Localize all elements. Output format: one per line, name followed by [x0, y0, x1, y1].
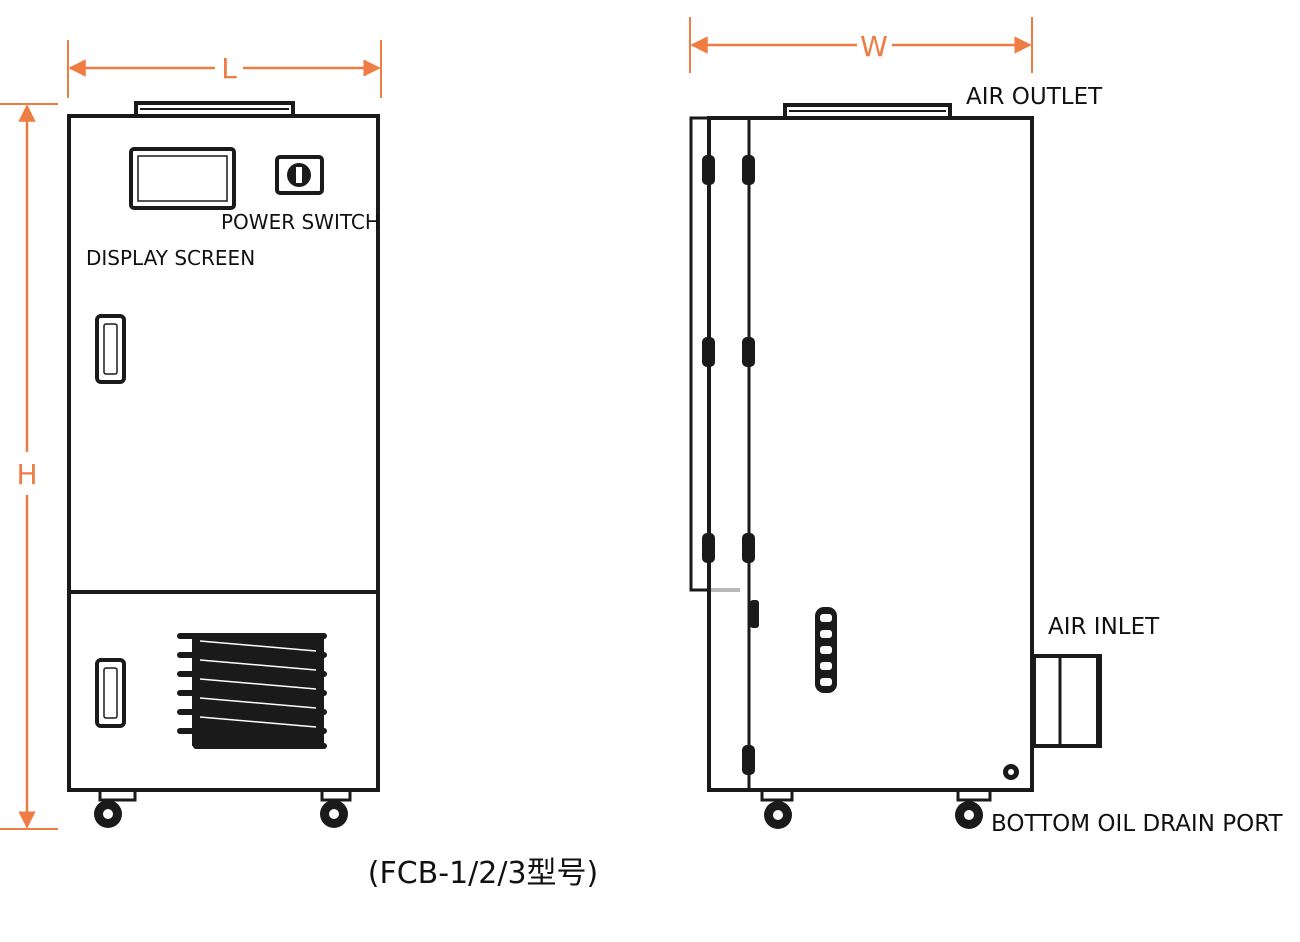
top-handle [134, 101, 295, 116]
latch [750, 600, 759, 628]
lower-door-handle [95, 658, 126, 728]
height-label: H [16, 458, 37, 491]
side-caster-right [955, 790, 992, 829]
oil-drain-port-center [1008, 769, 1014, 775]
lower-door-handle-inner [103, 667, 118, 719]
power-switch-label: POWER SWITCH [221, 210, 380, 234]
vent-slot [820, 630, 832, 638]
power-switch [275, 155, 324, 195]
width-label: W [860, 30, 888, 63]
air-inlet-port [1030, 654, 1102, 748]
air-inlet-flange [1096, 656, 1102, 746]
radiator-fin-line [199, 678, 317, 690]
hinge [742, 745, 755, 775]
front-cabinet [67, 114, 380, 792]
hinge [702, 155, 715, 185]
door-edge [689, 116, 709, 592]
front-view: L H POWER SWITCH DISPLAY SCREEN [0, 40, 382, 830]
oil-drain-port-label: BOTTOM OIL DRAIN PORT [991, 811, 1284, 837]
hinge [742, 533, 755, 563]
height-dimension: H [0, 103, 58, 830]
radiator-fins [177, 633, 327, 749]
upper-door-handle [95, 314, 126, 384]
length-label: L [221, 52, 237, 85]
hinge [742, 155, 755, 185]
caster-hub [773, 810, 783, 820]
side-vent [815, 607, 837, 693]
vent-slot [820, 646, 832, 654]
display-screen-label: DISPLAY SCREEN [86, 246, 255, 270]
width-dimension: W [689, 17, 1033, 73]
radiator-fin-line [199, 640, 317, 652]
upper-door-handle-inner [103, 323, 118, 375]
air-inlet-flange [1030, 656, 1036, 746]
power-switch-indicator [296, 167, 302, 183]
caster-bracket [98, 790, 137, 802]
front-caster-left [94, 790, 137, 828]
display-screen [129, 147, 236, 210]
air-inlet-label: AIR INLET [1048, 614, 1160, 640]
radiator-fin-line [199, 697, 317, 709]
side-cabinet [707, 116, 1034, 792]
hinge [702, 337, 715, 367]
radiator-fin-line [199, 716, 317, 728]
vent-slot [820, 678, 832, 686]
vent-slot [820, 662, 832, 670]
model-caption: (FCB-1/2/3型号) [368, 856, 599, 891]
hinge [742, 337, 755, 367]
caster-hub [964, 810, 974, 820]
caster-bracket [320, 790, 352, 802]
vent-slot [820, 614, 832, 622]
air-outlet-label: AIR OUTLET [966, 84, 1103, 110]
caster-bracket [956, 790, 992, 802]
air-inlet-housing [1030, 654, 1102, 748]
radiator-fin-line [199, 659, 317, 671]
display-screen-inner [137, 155, 228, 202]
front-caster-right [320, 790, 352, 828]
side-caster-left [760, 790, 794, 829]
caster-hub [329, 809, 339, 819]
side-view: W AIR OUTLET [689, 17, 1284, 837]
side-top-handle [783, 103, 952, 118]
caster-bracket [760, 790, 794, 802]
hinge [702, 533, 715, 563]
caster-hub [103, 809, 113, 819]
length-dimension: L [67, 40, 382, 98]
